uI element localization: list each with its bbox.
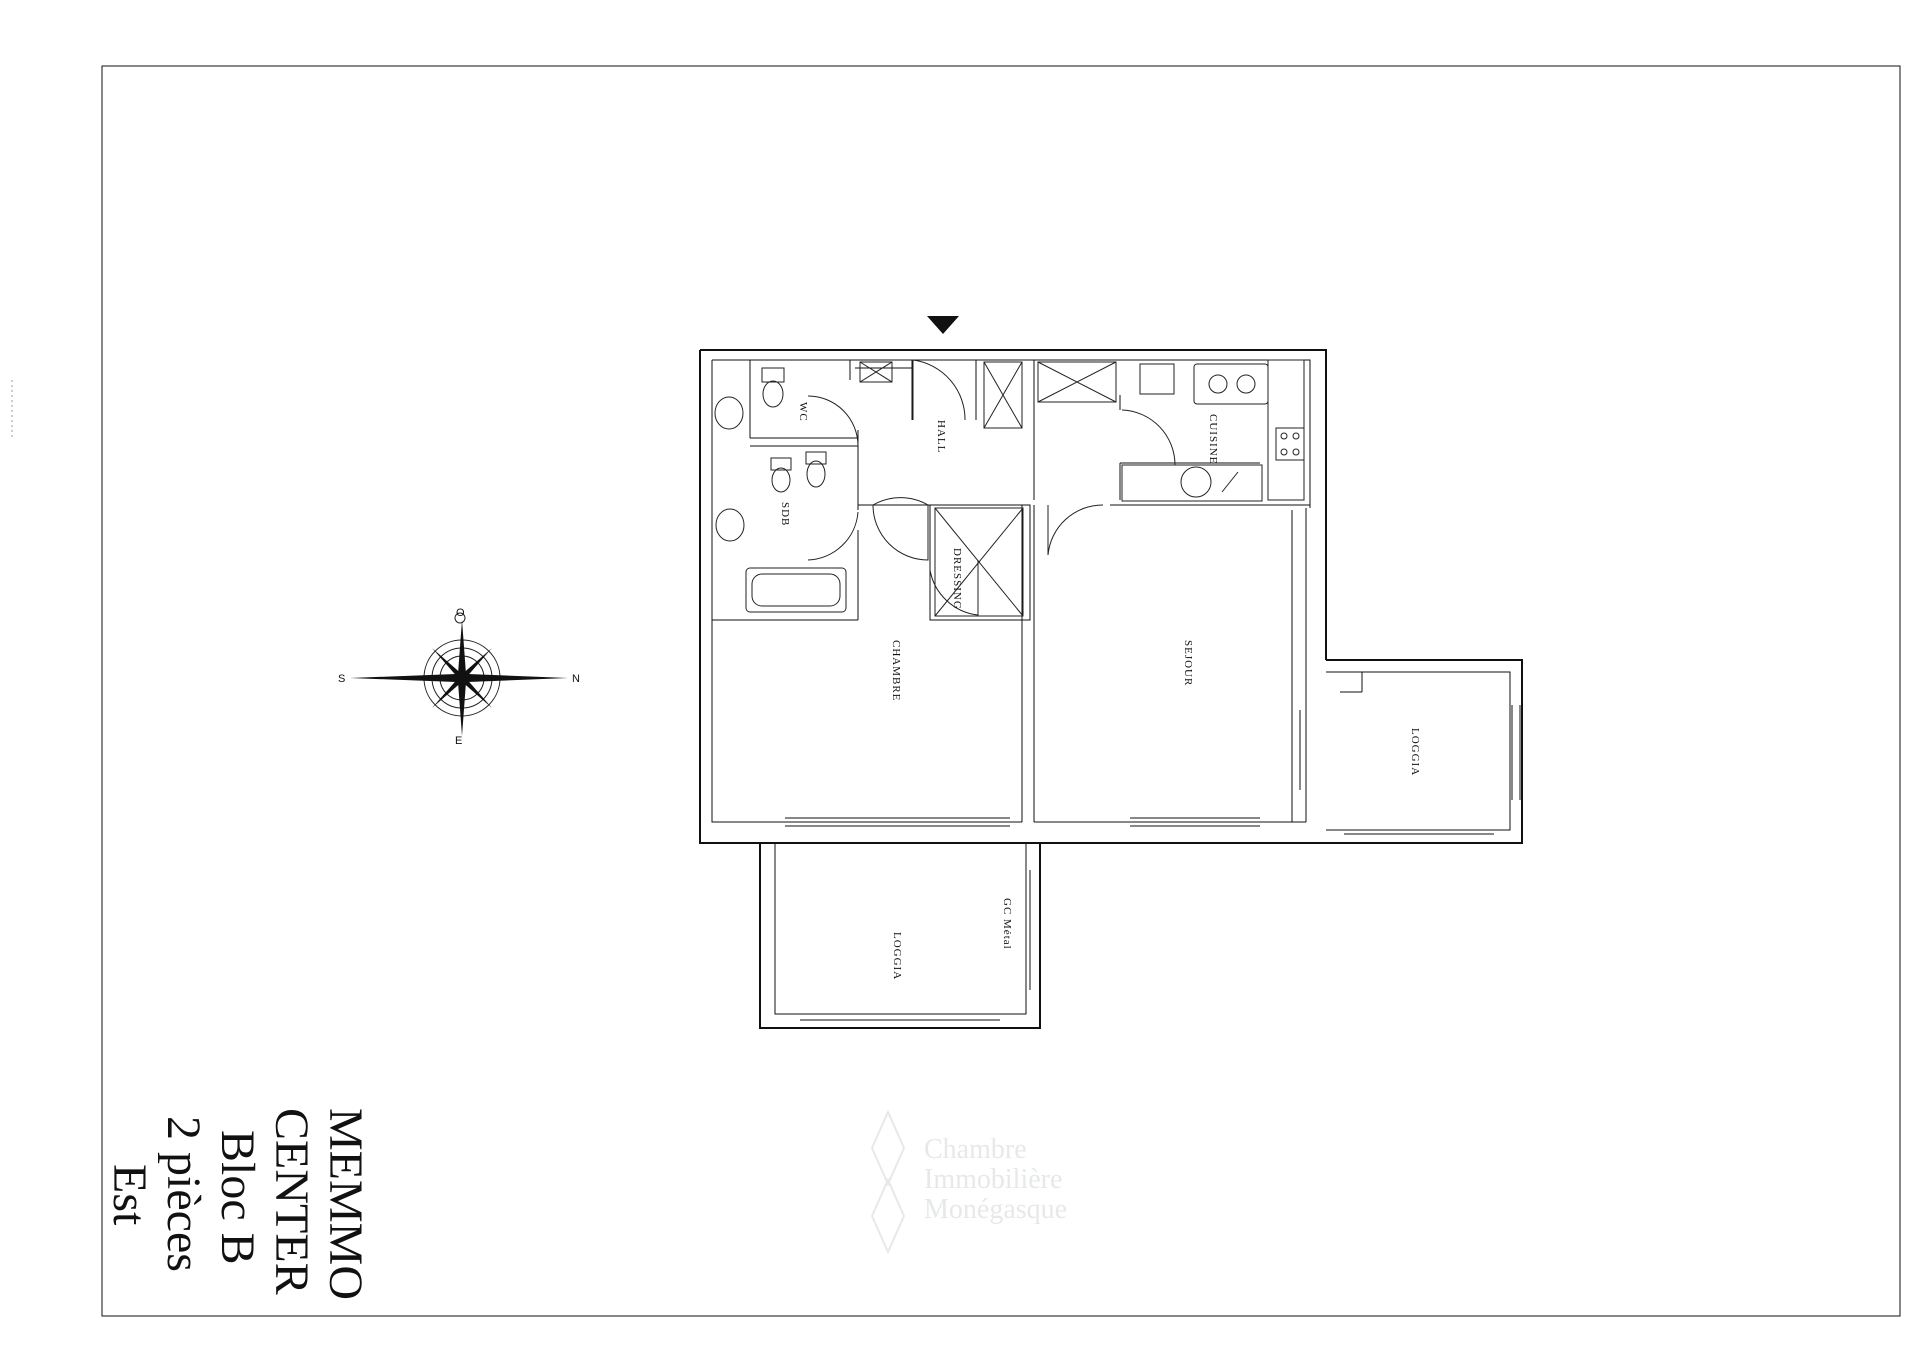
room-label-wc: WC — [797, 402, 809, 422]
compass-east-label: E — [455, 735, 462, 747]
title-line-5: Est — [103, 1164, 156, 1226]
title-block: MEMMO CENTER Bloc B 2 pièces Est — [103, 1108, 372, 1300]
document-border — [101, 65, 1901, 1317]
bathroom-fixtures — [714, 367, 847, 613]
room-label-sdb: SDB — [779, 502, 791, 526]
loggia-south-outline — [759, 843, 1041, 1029]
room-label-loggia-east: LOGGIA — [1409, 728, 1421, 776]
watermark-line-2: Immobilière — [924, 1164, 1062, 1195]
interior-walls — [712, 360, 1310, 822]
compass-north-label: N — [572, 673, 580, 685]
room-label-gc-metal: GC Métal — [1001, 898, 1013, 950]
title-line-4: 2 pièces — [157, 1116, 210, 1272]
room-label-sejour: SEJOUR — [1182, 640, 1194, 686]
room-label-cuisine: CUISINE — [1207, 414, 1219, 464]
windows — [785, 710, 1301, 827]
title-line-1: MEMMO — [319, 1108, 372, 1300]
room-label-chambre: CHAMBRE — [890, 640, 902, 701]
kitchen-fixtures — [1121, 359, 1305, 502]
watermark-line-1: Chambre — [924, 1134, 1027, 1165]
loggia-east-outline — [1326, 659, 1523, 844]
watermark-line-3: Monégasque — [924, 1194, 1067, 1225]
title-line-3: Bloc B — [211, 1130, 264, 1265]
entrance-arrow-icon — [927, 316, 959, 334]
room-labels: WC HALL CUISINE SDB DRESSING CHAMBRE SEJ… — [779, 402, 1421, 980]
room-label-hall: HALL — [935, 420, 947, 453]
compass-west-label: O — [456, 607, 465, 619]
room-label-loggia-south: LOGGIA — [891, 932, 903, 980]
door-swings — [807, 359, 1176, 616]
room-label-dressing: DRESSING — [951, 548, 963, 610]
title-line-2: CENTER — [265, 1108, 318, 1295]
compass-south-label: S — [338, 673, 345, 685]
ventilation-shafts — [859, 361, 1117, 617]
compass-rose-icon: S N E O — [338, 607, 580, 747]
apartment-outline — [699, 349, 1327, 844]
watermark-logo: Chambre Immobilière Monégasque — [870, 1109, 1067, 1255]
